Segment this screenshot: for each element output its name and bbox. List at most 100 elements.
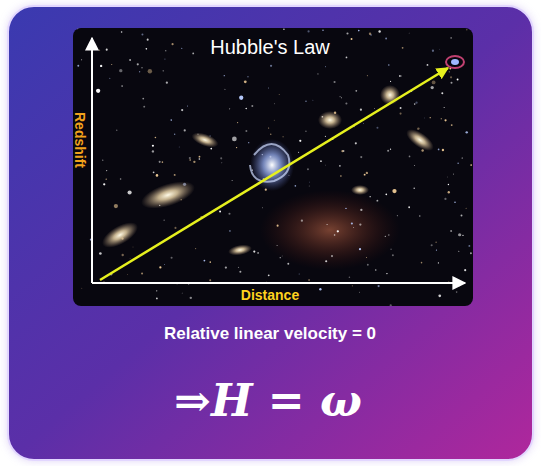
star bbox=[229, 108, 230, 109]
star bbox=[120, 178, 122, 180]
star bbox=[346, 57, 348, 59]
star bbox=[345, 103, 347, 105]
star bbox=[421, 149, 423, 151]
star bbox=[245, 130, 247, 132]
star bbox=[228, 213, 230, 215]
star bbox=[423, 117, 425, 119]
star bbox=[355, 142, 357, 144]
star bbox=[277, 245, 278, 246]
star bbox=[152, 145, 154, 147]
star bbox=[470, 252, 472, 254]
star bbox=[164, 58, 165, 59]
star bbox=[224, 75, 225, 76]
axis-label: Redshift bbox=[72, 112, 88, 168]
star bbox=[451, 37, 452, 38]
formula: ⇒H = ω bbox=[174, 376, 362, 427]
star bbox=[273, 119, 275, 121]
star bbox=[156, 174, 159, 177]
star bbox=[331, 255, 333, 257]
star bbox=[435, 241, 436, 242]
star bbox=[430, 117, 431, 118]
star bbox=[174, 174, 176, 176]
star bbox=[220, 157, 222, 159]
star bbox=[102, 160, 103, 161]
star bbox=[221, 162, 223, 164]
star bbox=[237, 122, 238, 123]
star bbox=[319, 288, 321, 290]
star bbox=[466, 29, 467, 30]
star bbox=[308, 185, 310, 187]
star bbox=[178, 146, 180, 148]
star bbox=[417, 127, 419, 129]
star bbox=[187, 105, 188, 106]
star bbox=[390, 81, 391, 82]
star bbox=[159, 266, 161, 268]
star bbox=[458, 233, 461, 236]
star bbox=[366, 172, 368, 174]
star bbox=[165, 50, 166, 51]
star bbox=[139, 71, 140, 72]
star bbox=[189, 159, 190, 160]
star bbox=[163, 70, 164, 71]
star bbox=[421, 262, 423, 264]
star bbox=[359, 291, 361, 293]
star bbox=[355, 90, 357, 92]
star bbox=[415, 102, 417, 104]
star bbox=[281, 255, 283, 257]
star bbox=[199, 156, 201, 158]
star bbox=[441, 92, 443, 94]
star bbox=[147, 39, 149, 41]
star bbox=[442, 149, 444, 151]
star bbox=[334, 234, 336, 236]
star bbox=[307, 168, 309, 170]
star bbox=[457, 79, 459, 81]
star bbox=[378, 30, 380, 32]
star bbox=[106, 49, 108, 51]
star bbox=[209, 279, 211, 281]
star bbox=[312, 99, 314, 101]
star bbox=[224, 88, 226, 90]
star bbox=[301, 220, 303, 222]
star bbox=[451, 82, 453, 84]
star bbox=[239, 271, 241, 273]
star bbox=[402, 47, 404, 49]
star bbox=[325, 260, 327, 262]
star bbox=[295, 185, 297, 187]
star bbox=[438, 262, 439, 263]
star bbox=[408, 32, 410, 34]
star bbox=[351, 222, 353, 224]
star bbox=[119, 69, 122, 72]
star bbox=[141, 33, 143, 35]
star bbox=[441, 118, 442, 119]
star bbox=[360, 156, 362, 158]
star bbox=[399, 113, 401, 115]
star bbox=[337, 230, 339, 232]
star bbox=[219, 210, 221, 212]
star bbox=[325, 66, 327, 68]
star bbox=[360, 109, 362, 111]
star bbox=[376, 127, 378, 129]
star bbox=[253, 251, 255, 253]
star bbox=[174, 227, 176, 229]
star bbox=[236, 147, 237, 148]
star bbox=[470, 164, 472, 166]
star bbox=[283, 29, 284, 30]
star bbox=[450, 76, 452, 78]
star bbox=[325, 136, 326, 137]
star bbox=[364, 174, 366, 176]
star bbox=[333, 81, 335, 83]
star bbox=[339, 96, 341, 98]
star bbox=[385, 38, 387, 40]
star bbox=[309, 181, 311, 183]
star bbox=[103, 183, 105, 185]
star bbox=[390, 249, 391, 250]
star bbox=[142, 98, 144, 100]
star bbox=[106, 170, 107, 171]
star bbox=[448, 191, 450, 193]
star bbox=[247, 76, 248, 77]
star bbox=[453, 174, 454, 175]
star bbox=[308, 279, 310, 281]
star bbox=[413, 165, 415, 167]
star bbox=[267, 87, 269, 89]
star bbox=[181, 48, 182, 49]
